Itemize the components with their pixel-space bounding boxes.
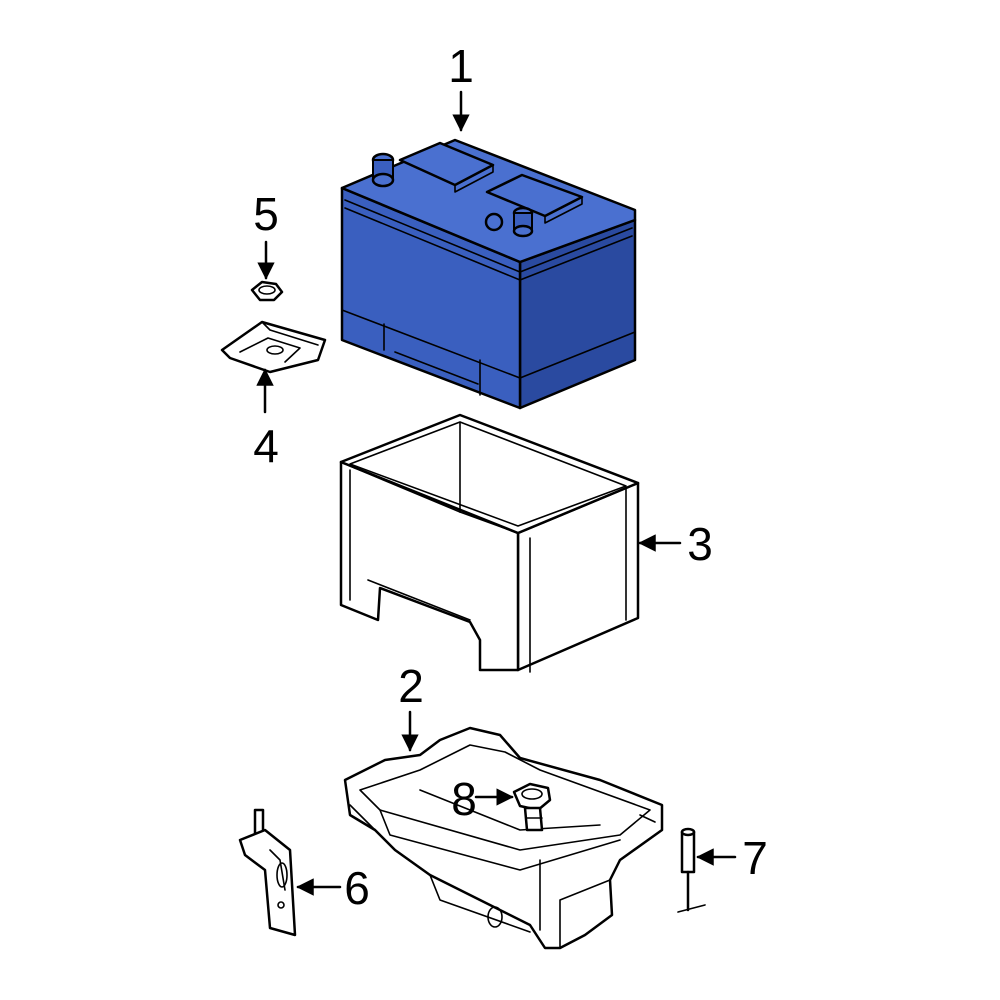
callout-5: 5 (253, 188, 279, 280)
support-bracket-part-6[interactable] (238, 808, 297, 937)
callout-label-3: 3 (687, 518, 713, 570)
callout-label-7: 7 (742, 832, 768, 884)
callout-label-6: 6 (344, 862, 370, 914)
insulator-box-part-3[interactable] (339, 413, 640, 673)
callout-1: 1 (448, 40, 474, 132)
pin-part-7[interactable] (677, 827, 706, 913)
callout-2: 2 (398, 660, 424, 752)
callout-label-4: 4 (253, 420, 279, 472)
clip-part-8[interactable] (512, 782, 552, 832)
callout-label-5: 5 (253, 188, 279, 240)
callout-label-1: 1 (448, 40, 474, 92)
callout-4: 4 (253, 368, 279, 472)
callout-7: 7 (696, 832, 768, 884)
battery-part-1[interactable] (340, 138, 637, 410)
callout-6: 6 (296, 862, 370, 914)
hold-down-bracket-part-4[interactable] (220, 320, 327, 374)
callout-3: 3 (638, 518, 713, 570)
battery-tray-part-2[interactable] (343, 726, 664, 950)
callout-8: 8 (451, 773, 514, 825)
callout-label-8: 8 (451, 773, 477, 825)
nut-part-5[interactable] (250, 280, 284, 302)
callout-label-2: 2 (398, 660, 424, 712)
